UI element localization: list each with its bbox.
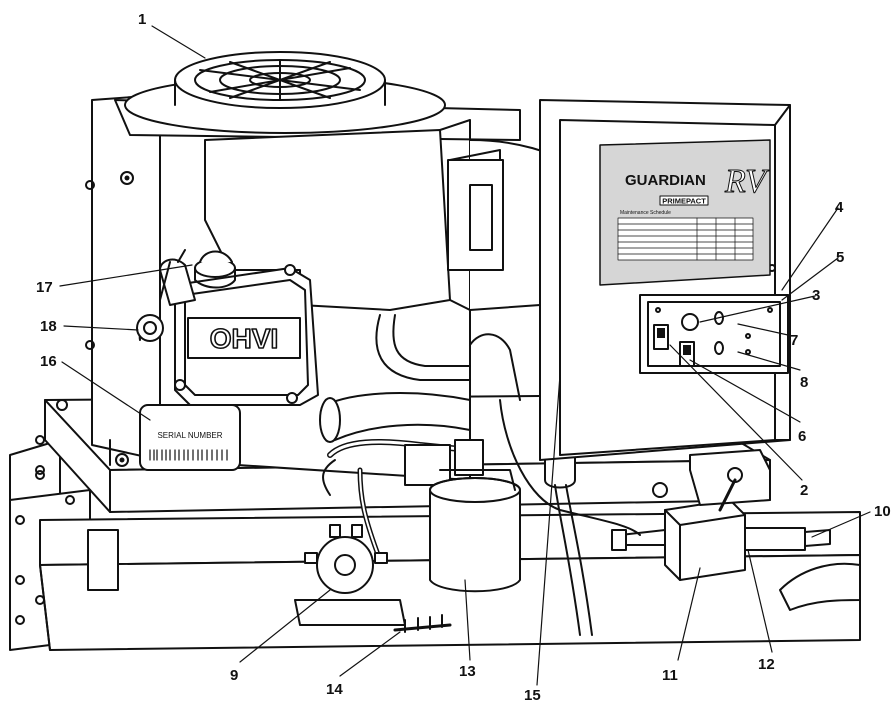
callout-9: 9 (230, 667, 238, 684)
callout-17: 17 (36, 279, 53, 296)
callout-13: 13 (459, 663, 476, 680)
maintenance-schedule-table (617, 217, 754, 261)
callout-15: 15 (524, 687, 541, 702)
callout-2: 2 (800, 482, 808, 499)
plate-model-script: RV (724, 163, 770, 200)
serial-number-plate: SERIAL NUMBER (139, 404, 241, 471)
indicator-lamp-upper (714, 311, 724, 325)
serial-number-label: SERIAL NUMBER (157, 431, 222, 440)
fuel-pump-bracket (652, 449, 771, 512)
terminal-strip (393, 614, 452, 633)
fan-guard (124, 51, 446, 134)
circuit-breaker-button[interactable] (681, 313, 699, 331)
callout-numbers: 1 2 3 4 5 6 7 8 9 10 11 12 13 14 15 16 1… (36, 11, 891, 702)
guardian-rv-plate: GUARDIAN RV PRIMEPACT Maintenance Schedu… (599, 139, 771, 286)
valve-cover-label: OHVI (210, 323, 278, 354)
intake-tube (319, 314, 521, 443)
oil-fill-cap (194, 250, 236, 289)
plate-model-line: PRIMEPACT (662, 197, 706, 206)
callout-10: 10 (874, 503, 891, 520)
plate-brand: GUARDIAN (625, 172, 706, 189)
barcode (149, 449, 228, 461)
callout-12: 12 (758, 656, 775, 673)
callout-14: 14 (326, 681, 343, 698)
fuel-pump (611, 499, 746, 581)
indicator-lamp-lower (714, 341, 724, 355)
fuel-filter (429, 469, 521, 593)
fuel-pickup-tube (744, 527, 831, 551)
spark-plug-boot (136, 249, 186, 342)
callout-7: 7 (790, 332, 798, 349)
callout-16: 16 (40, 353, 57, 370)
callout-3: 3 (812, 287, 820, 304)
callout-8: 8 (800, 374, 808, 391)
leader-lines (59, 25, 871, 686)
callout-5: 5 (836, 249, 844, 266)
callout-1: 1 (138, 11, 146, 28)
valve-cover: OHVI (159, 258, 319, 406)
callout-4: 4 (835, 199, 844, 216)
callout-18: 18 (40, 318, 57, 335)
start-stop-switch[interactable] (653, 324, 669, 350)
maintenance-schedule-title: Maintenance Schedule (620, 210, 671, 216)
callout-6: 6 (798, 428, 806, 445)
callout-11: 11 (662, 667, 678, 684)
